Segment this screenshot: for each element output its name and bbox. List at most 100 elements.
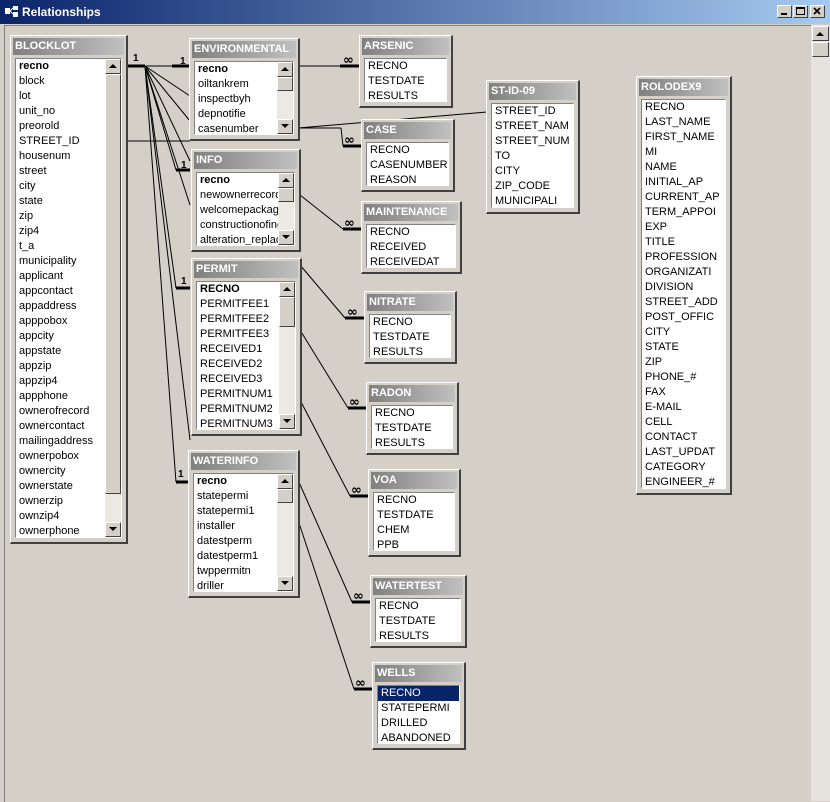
field-st-id-09-6[interactable]: MUNICIPALI <box>495 195 558 207</box>
field-blocklot-22[interactable]: appphone <box>19 390 68 402</box>
field-rolodex9-2[interactable]: FIRST_NAME <box>645 131 715 143</box>
field-rolodex9-24[interactable]: CATEGORY <box>645 461 706 473</box>
field-blocklot-18[interactable]: appcity <box>19 330 54 342</box>
scroll-thumb[interactable] <box>278 188 294 202</box>
scroll-down-button[interactable] <box>278 230 294 245</box>
field-waterinfo-5[interactable]: datestperm1 <box>197 550 259 562</box>
field-voa-0[interactable]: RECNO <box>377 494 417 506</box>
field-waterinfo-7[interactable]: driller <box>197 580 224 592</box>
field-environmental-4[interactable]: casenumber <box>198 123 259 135</box>
field-nitrate-1[interactable]: TESTDATE <box>373 331 430 343</box>
field-blocklot-29[interactable]: ownerzip <box>19 495 64 507</box>
scroll-thumb[interactable] <box>279 297 295 327</box>
field-rolodex9-16[interactable]: STATE <box>645 341 679 353</box>
table-title-waterinfo[interactable]: WATERINFO <box>191 453 296 470</box>
field-blocklot-31[interactable]: ownerphone <box>19 525 80 537</box>
field-permit-4[interactable]: RECEIVED1 <box>200 343 263 355</box>
field-st-id-09-1[interactable]: STREET_NAM <box>495 120 569 132</box>
field-rolodex9-1[interactable]: LAST_NAME <box>645 116 711 128</box>
field-maintenance-1[interactable]: RECEIVED <box>370 241 427 253</box>
field-blocklot-19[interactable]: appstate <box>19 345 62 357</box>
field-blocklot-30[interactable]: ownzip4 <box>19 510 60 522</box>
field-nitrate-0[interactable]: RECNO <box>373 316 413 328</box>
field-permit-7[interactable]: PERMITNUM1 <box>200 388 273 400</box>
field-blocklot-3[interactable]: unit_no <box>19 105 56 117</box>
field-list-scrollbar[interactable] <box>277 62 293 134</box>
field-rolodex9-0[interactable]: RECNO <box>645 101 685 113</box>
scroll-up-button[interactable] <box>278 173 294 188</box>
table-title-st-id-09[interactable]: ST-ID-09 <box>489 83 576 100</box>
field-radon-0[interactable]: RECNO <box>375 407 415 419</box>
field-blocklot-16[interactable]: appaddress <box>19 300 77 312</box>
field-case-1[interactable]: CASENUMBER <box>370 159 448 171</box>
field-watertest-2[interactable]: RESULTS <box>379 630 429 642</box>
field-blocklot-28[interactable]: ownerstate <box>19 480 73 492</box>
field-blocklot-2[interactable]: lot <box>19 90 31 102</box>
field-blocklot-24[interactable]: ownercontact <box>19 420 85 432</box>
field-blocklot-14[interactable]: applicant <box>19 270 64 282</box>
field-list-scrollbar[interactable] <box>278 173 294 245</box>
field-list-scrollbar[interactable] <box>279 282 295 429</box>
field-blocklot-0[interactable]: recno <box>19 60 49 72</box>
field-blocklot-25[interactable]: mailingaddress <box>19 435 93 447</box>
table-title-blocklot[interactable]: BLOCKLOT <box>13 38 124 55</box>
field-info-3[interactable]: constructionofinc <box>200 219 283 231</box>
maximize-button[interactable] <box>793 5 808 18</box>
field-radon-2[interactable]: RESULTS <box>375 437 425 449</box>
field-rolodex9-22[interactable]: CONTACT <box>645 431 698 443</box>
field-waterinfo-3[interactable]: installer <box>197 520 235 532</box>
table-title-rolodex9[interactable]: ROLODEX9 <box>639 79 728 96</box>
field-waterinfo-4[interactable]: datestperm <box>197 535 253 547</box>
field-st-id-09-0[interactable]: STREET_ID <box>495 105 556 117</box>
table-title-nitrate[interactable]: NITRATE <box>367 294 453 311</box>
field-environmental-2[interactable]: inspectbyh <box>198 93 251 105</box>
field-wells-3[interactable]: ABANDONED <box>381 732 451 744</box>
field-blocklot-21[interactable]: appzip4 <box>19 375 58 387</box>
scroll-up-button[interactable] <box>279 282 295 297</box>
field-maintenance-2[interactable]: RECEIVEDAT <box>370 256 440 268</box>
scroll-thumb[interactable] <box>105 74 121 494</box>
minimize-button[interactable] <box>777 5 792 18</box>
field-voa-3[interactable]: PPB <box>377 539 400 551</box>
field-wells-1[interactable]: STATEPERMI <box>381 702 450 714</box>
field-waterinfo-6[interactable]: twppermitn <box>197 565 251 577</box>
field-rolodex9-13[interactable]: STREET_ADD <box>645 296 718 308</box>
field-rolodex9-4[interactable]: NAME <box>645 161 677 173</box>
field-info-2[interactable]: welcomepackage <box>200 204 285 216</box>
field-info-0[interactable]: recno <box>200 174 230 186</box>
field-voa-1[interactable]: TESTDATE <box>377 509 434 521</box>
field-permit-8[interactable]: PERMITNUM2 <box>200 403 273 415</box>
field-environmental-0[interactable]: recno <box>198 63 228 75</box>
field-permit-0[interactable]: RECNO <box>200 283 240 295</box>
scroll-thumb[interactable] <box>277 77 293 91</box>
field-rolodex9-17[interactable]: ZIP <box>645 356 663 368</box>
field-list-scrollbar[interactable] <box>277 474 293 591</box>
field-blocklot-23[interactable]: ownerofrecord <box>19 405 90 417</box>
field-case-0[interactable]: RECNO <box>370 144 410 156</box>
field-waterinfo-0[interactable]: recno <box>197 475 227 487</box>
scroll-up-button[interactable] <box>277 474 293 489</box>
field-rolodex9-6[interactable]: CURRENT_AP <box>645 191 720 203</box>
